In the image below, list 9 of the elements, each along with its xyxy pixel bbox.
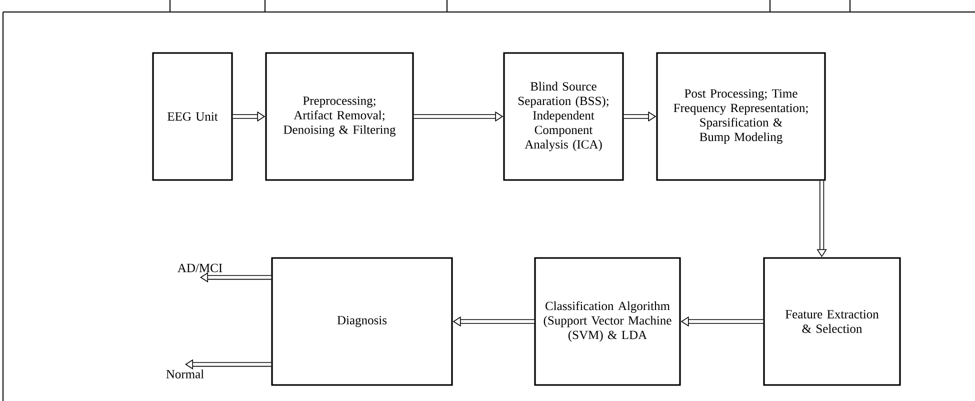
process-box: Preprocessing; Artifact Removal; Denoising & Filtering [265,52,414,181]
process-box: EEG Unit [152,52,233,181]
process-box: Diagnosis [271,257,453,386]
process-box: Post Processing; Time Frequency Representation; Sparsification & Bump Modeling [656,52,826,181]
process-box: Classification Algorithm (Support Vector Machine (SVM) & LDA [534,257,681,386]
output-label: Normal [166,370,204,378]
output-label: AD/MCI [178,264,222,272]
process-box: Feature Extraction & Selection [763,257,901,386]
process-box: Blind Source Separation (BSS); Independent Component Analysis (ICA) [503,52,624,181]
